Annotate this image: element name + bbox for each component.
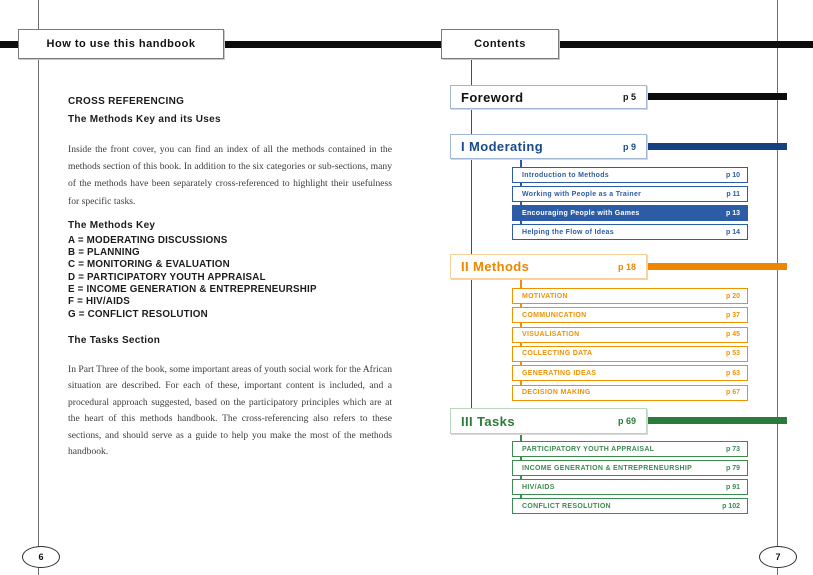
methods-key-item: G = CONFLICT RESOLUTION bbox=[68, 308, 208, 320]
toc-item-label: PARTICIPATORY YOUTH APPRAISAL bbox=[522, 445, 655, 453]
toc-item-page-number: p 53 bbox=[725, 350, 740, 358]
left-folio-page-number: 6 bbox=[22, 546, 60, 568]
methods-key-item: E = INCOME GENERATION & ENTREPRENEURSHIP bbox=[68, 284, 317, 295]
toc-item-page-number: p 14 bbox=[725, 228, 740, 236]
toc-item-label: VISUALISATION bbox=[522, 331, 580, 339]
toc-item-page-number: p 67 bbox=[725, 389, 740, 396]
left-page-header-label: How to use this handbook bbox=[46, 38, 196, 50]
toc-section-label: III Tasks bbox=[461, 413, 515, 429]
methods-key-item: F = HIV/AIDS bbox=[68, 296, 131, 308]
right-folio-page-number: 7 bbox=[759, 546, 797, 568]
toc-item-page-number: p 73 bbox=[725, 445, 740, 453]
toc-section-ii-methods[interactable]: II Methods p 18 bbox=[450, 254, 647, 279]
left-page-body: CROSS REFERENCING The Methods Key and it… bbox=[68, 96, 392, 461]
top-rule-bar bbox=[0, 41, 813, 48]
toc-item-working-with-people-as-a-trainer[interactable]: Working with People as a Trainer p 11 bbox=[512, 186, 748, 202]
methods-key-item: D = PARTICIPATORY YOUTH APPRAISAL bbox=[68, 271, 266, 283]
methods-key-uses-heading: The Methods Key and its Uses bbox=[68, 114, 221, 125]
toc-item-label: CONFLICT RESOLUTION bbox=[522, 502, 611, 510]
toc-item-page-number: p 45 bbox=[725, 331, 740, 339]
left-folio-label: 6 bbox=[38, 552, 44, 562]
toc-item-label: HIV/AIDS bbox=[522, 483, 555, 491]
methods-key-item: A = MODERATING DISCUSSIONS bbox=[68, 234, 228, 246]
toc-item-page-number: p 13 bbox=[725, 209, 740, 217]
toc-item-hiv-aids[interactable]: HIV/AIDS p 91 bbox=[512, 479, 748, 495]
toc-item-label: COLLECTING DATA bbox=[522, 350, 593, 358]
toc-item-page-number: p 37 bbox=[725, 311, 740, 319]
toc-section-page-number: p 5 bbox=[622, 92, 636, 102]
toc-item-label: Introduction to Methods bbox=[522, 171, 609, 179]
toc-item-label: Encouraging People with Games bbox=[522, 209, 640, 217]
right-folio-label: 7 bbox=[775, 552, 781, 562]
toc-item-participatory-youth-appraisal[interactable]: PARTICIPATORY YOUTH APPRAISAL p 73 bbox=[512, 441, 748, 457]
methods-key-heading: The Methods Key bbox=[68, 219, 156, 231]
toc-item-communication[interactable]: COMMUNICATION p 37 bbox=[512, 307, 748, 324]
toc-section-page-number: p 18 bbox=[617, 261, 636, 272]
toc-item-introduction-to-methods[interactable]: Introduction to Methods p 10 bbox=[512, 167, 748, 183]
toc-item-label: GENERATING IDEAS bbox=[522, 369, 597, 377]
toc-item-page-number: p 91 bbox=[725, 483, 740, 491]
toc-item-visualisation[interactable]: VISUALISATION p 45 bbox=[512, 326, 748, 343]
toc-section-rule-bar bbox=[646, 142, 787, 150]
toc-item-label: Working with People as a Trainer bbox=[522, 190, 642, 198]
toc-item-income-generation-entrepreneurship[interactable]: INCOME GENERATION & ENTREPRENEURSHIP p 79 bbox=[512, 460, 748, 476]
toc-item-page-number: p 20 bbox=[725, 292, 740, 300]
toc-item-page-number: p 11 bbox=[726, 190, 740, 198]
toc-section-page-number: p 9 bbox=[622, 141, 636, 152]
toc-item-label: DECISION MAKING bbox=[522, 389, 591, 396]
toc-item-generating-ideas[interactable]: GENERATING IDEAS p 63 bbox=[512, 365, 748, 382]
toc-item-encouraging-people-with-games[interactable]: Encouraging People with Games p 13 bbox=[512, 205, 748, 221]
toc-item-label: MOTIVATION bbox=[522, 292, 568, 300]
toc-section-label: Foreword bbox=[461, 89, 524, 105]
toc-item-decision-making[interactable]: DECISION MAKING p 67 bbox=[512, 384, 748, 401]
toc-section-label: I Moderating bbox=[461, 139, 544, 154]
toc-section-rule-bar bbox=[646, 93, 787, 100]
tasks-section-paragraph: In Part Three of the book, some importan… bbox=[68, 363, 392, 458]
toc-item-label: INCOME GENERATION & ENTREPRENEURSHIP bbox=[522, 464, 693, 472]
toc-item-page-number: p 79 bbox=[725, 464, 740, 472]
cross-referencing-paragraph: Inside the front cover, you can find an … bbox=[68, 144, 392, 207]
toc-section-i-moderating[interactable]: I Moderating p 9 bbox=[450, 134, 647, 159]
toc-section-label: II Methods bbox=[461, 259, 530, 274]
methods-key-item: B = PLANNING bbox=[68, 247, 140, 259]
left-page-margin-line bbox=[38, 0, 39, 575]
toc-item-collecting-data[interactable]: COLLECTING DATA p 53 bbox=[512, 345, 748, 362]
contents-header-box: Contents bbox=[441, 29, 559, 59]
toc-item-label: Helping the Flow of Ideas bbox=[522, 228, 614, 236]
toc-item-page-number: p 10 bbox=[725, 171, 740, 179]
toc-section-rule-bar bbox=[646, 417, 787, 424]
toc-section-page-number: p 69 bbox=[617, 416, 636, 426]
toc-item-helping-the-flow-of-ideas[interactable]: Helping the Flow of Ideas p 14 bbox=[512, 224, 748, 240]
toc-section-iii-tasks[interactable]: III Tasks p 69 bbox=[450, 408, 647, 434]
methods-key-item: C = MONITORING & EVALUATION bbox=[68, 259, 230, 271]
toc-item-label: COMMUNICATION bbox=[522, 311, 587, 319]
toc-section-foreword[interactable]: Foreword p 5 bbox=[450, 85, 647, 109]
toc-item-conflict-resolution[interactable]: CONFLICT RESOLUTION p 102 bbox=[512, 498, 748, 514]
tasks-section-heading: The Tasks Section bbox=[68, 334, 161, 346]
toc-item-motivation[interactable]: MOTIVATION p 20 bbox=[512, 288, 748, 304]
cross-referencing-heading: CROSS REFERENCING bbox=[68, 96, 185, 107]
contents-header-label: Contents bbox=[474, 38, 526, 50]
toc-spine-line bbox=[471, 57, 472, 413]
toc-item-page-number: p 102 bbox=[722, 502, 740, 510]
toc-section-rule-bar bbox=[646, 262, 787, 270]
right-page-margin-line bbox=[777, 0, 778, 575]
toc-item-page-number: p 63 bbox=[725, 369, 740, 377]
left-page-header-box: How to use this handbook bbox=[18, 29, 224, 59]
